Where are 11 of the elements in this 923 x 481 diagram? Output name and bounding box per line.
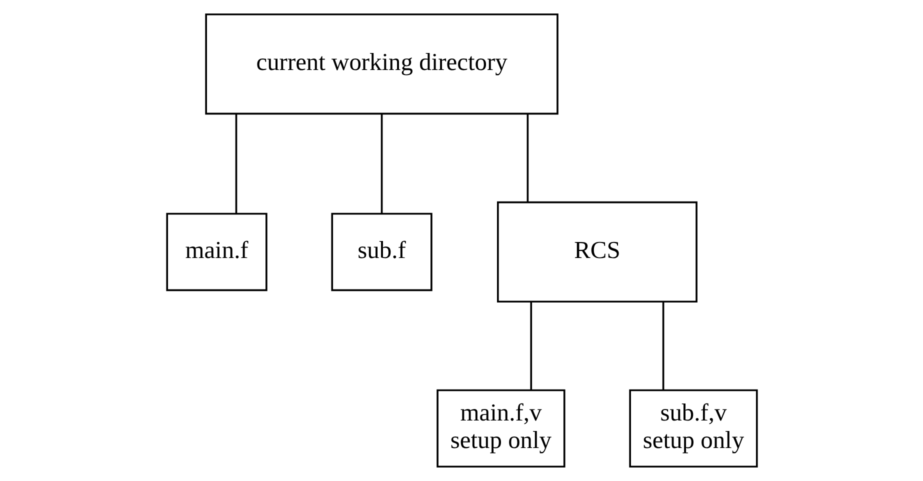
node-box: RCS <box>496 201 697 303</box>
node-box: sub.f <box>330 212 432 292</box>
connector <box>530 302 532 390</box>
connector <box>380 114 382 214</box>
node-box: current working directory <box>204 13 558 115</box>
connector <box>526 114 528 202</box>
node-box: sub.f,v setup only <box>628 389 758 468</box>
connector <box>234 114 237 214</box>
connector <box>662 302 664 390</box>
node-box: main.f,v setup only <box>436 389 565 468</box>
node-box: main.f <box>166 212 267 292</box>
